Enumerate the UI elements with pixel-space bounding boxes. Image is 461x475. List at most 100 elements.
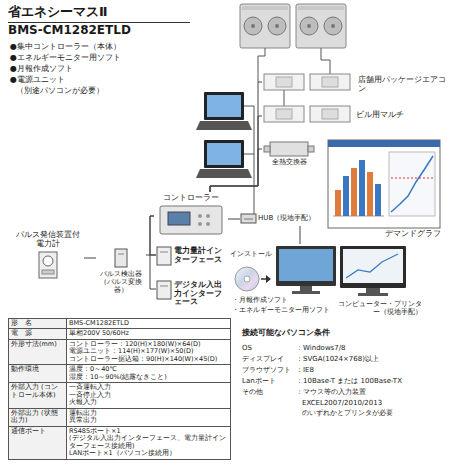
graph-window <box>328 140 440 147</box>
power-meter <box>43 256 53 266</box>
node-label: デジタル入出力インターフェース <box>174 281 225 307</box>
heat-exchanger-unit <box>308 146 314 152</box>
computer-monitor <box>343 249 403 283</box>
laptop <box>207 95 241 117</box>
controller-unit <box>206 222 210 226</box>
outdoor-unit <box>331 24 335 28</box>
power-meter <box>39 252 57 278</box>
note-text: インストール <box>230 250 272 258</box>
table-cell: 温度：0～40℃湿度：10～90%(結露なきこと) <box>67 365 231 383</box>
table-text: 火報入力 <box>69 399 228 406</box>
node-label: 店舗用パッケージエアコン <box>358 76 450 93</box>
outdoor-unit <box>268 17 286 35</box>
outdoor-unit <box>240 4 290 48</box>
laptop <box>204 140 244 168</box>
computer-monitor <box>300 286 312 291</box>
heat-exchanger-unit <box>264 146 270 152</box>
ceiling-cassette <box>276 109 292 119</box>
laptop <box>196 140 252 178</box>
refrigerant-line <box>284 90 285 106</box>
graph-window <box>391 178 433 179</box>
pc-condition: ：マウス等の入力装置 <box>296 388 366 396</box>
note-text: ・月報作成ソフト <box>232 296 288 304</box>
device-node: 全熱交換器 <box>262 140 316 176</box>
interface-unit <box>160 252 168 253</box>
power-meter <box>39 252 57 278</box>
graph-window <box>328 140 440 228</box>
table-text: 外形寸法(mm) <box>11 341 64 348</box>
device-node: コントローラー <box>154 192 228 240</box>
outdoor-unit <box>296 4 346 48</box>
computer-monitor <box>292 291 320 294</box>
ceiling-cassette <box>264 106 304 122</box>
table-text: 単相200V 50/60Hz <box>69 330 228 337</box>
signal-wire <box>210 116 262 192</box>
table-header-cell: 外部入力 (コントロール本体) <box>9 383 67 408</box>
controller-unit <box>168 212 190 225</box>
signal-wire <box>210 149 262 192</box>
table-text: LANポート×1（パソコン接続用） <box>69 450 228 457</box>
laptop <box>207 143 241 165</box>
table-header-cell: 形 名 <box>9 319 67 329</box>
table-text: RS485ポート×1 <box>69 428 228 435</box>
table-text: 運転出力 <box>69 410 228 417</box>
computer-monitor <box>358 293 388 296</box>
signal-wire <box>210 82 262 192</box>
note-text: ●エネルギーモニター用ソフト <box>10 53 121 62</box>
laptop <box>196 92 252 130</box>
computer-monitor <box>366 288 380 293</box>
outdoor-unit <box>275 24 279 28</box>
outdoor-unit <box>296 4 346 48</box>
table-cell: 運転出力異常出力 <box>67 409 231 427</box>
graph-window <box>335 190 341 216</box>
table-text: 外部入力 (コントロール本体) <box>11 384 64 399</box>
graph-window <box>351 168 357 216</box>
table-text: 異常出力 <box>69 417 228 424</box>
node-label: 全熱交換器 <box>263 158 315 166</box>
node-label: コントローラー <box>156 193 226 202</box>
computer-monitor <box>279 249 333 281</box>
ceiling-cassette <box>310 106 350 122</box>
ceiling-cassette <box>264 74 304 90</box>
hub-device <box>241 214 256 223</box>
pc-condition: 接続可能なパソコン条件 <box>242 328 330 337</box>
outdoor-unit <box>298 6 344 10</box>
interface-unit <box>157 281 171 299</box>
interface-unit <box>160 286 168 287</box>
device-node: パルス発信装置付電力計 <box>12 228 84 282</box>
table-text: 電 源 <box>11 330 64 337</box>
table-text: BMS-CM1282ETLD <box>69 320 228 327</box>
table-cell: RS485ポート×1(デジタル入出力インターフェース、電力量計インターフェース接… <box>67 427 231 460</box>
ceiling-cassette <box>322 77 338 87</box>
pc-condition: のいずれかとプリンタが必要 <box>302 409 393 417</box>
table-text: (デジタル入出力インターフェース、電力量計インターフェース接続用) <box>69 435 228 450</box>
note-text: （別途パソコンが必要） <box>16 86 104 95</box>
pc-condition: ：SVGA(1024×768)以上 <box>296 355 379 363</box>
outdoor-unit <box>307 24 311 28</box>
pc-condition: OS <box>242 344 252 352</box>
ceiling-cassette <box>322 109 338 119</box>
pc-condition: ：IE8 <box>296 366 314 374</box>
ceiling-cassette <box>276 77 292 87</box>
interface-unit <box>157 247 171 265</box>
signal-wire <box>84 258 96 259</box>
table-header-cell: 外部出力 (状態出力) <box>9 409 67 427</box>
heat-exchanger-unit <box>264 142 314 156</box>
pc-condition: ：Windows7/8 <box>296 344 346 352</box>
outdoor-unit <box>244 17 262 35</box>
signal-wire <box>228 219 240 220</box>
graph-window <box>367 172 373 216</box>
pc-condition: その他 <box>242 388 263 396</box>
pulse-detector <box>115 249 127 267</box>
install-cd <box>244 276 250 282</box>
note-text: ●月報作成ソフト <box>10 64 73 73</box>
interface-unit <box>157 247 171 299</box>
node-label: 電力量計インターフェース <box>174 247 225 264</box>
pulse-detector <box>115 249 127 267</box>
computer-monitor <box>340 246 406 288</box>
outdoor-unit <box>242 6 288 10</box>
table-header-cell: 電 源 <box>9 329 67 339</box>
computer-monitor <box>346 254 398 278</box>
table-text: 温度：0～40℃ <box>69 366 228 373</box>
